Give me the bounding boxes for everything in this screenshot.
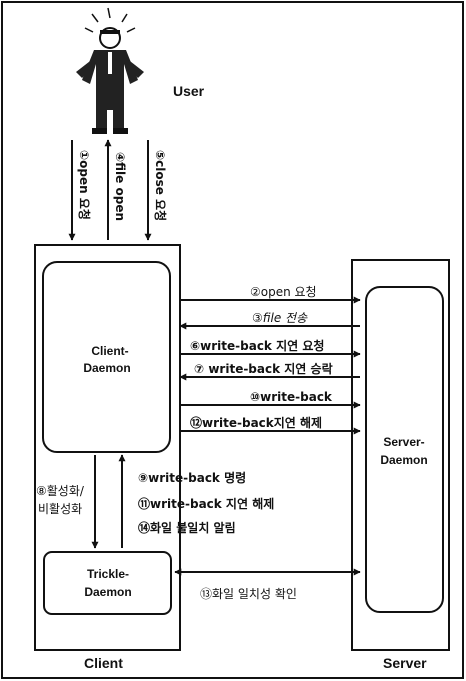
write-back-delay-request-label: ⑥write-back 지연 요청	[190, 338, 324, 353]
file-transfer-label: ③file 전송	[252, 311, 308, 325]
trickle-daemon-label-1: Trickle-	[87, 567, 129, 581]
server-daemon-label-2: Daemon	[380, 453, 427, 467]
activate-label-2: 비활성화	[38, 502, 82, 516]
client-daemon-label-1: Client-	[91, 344, 128, 358]
open-request-label: ①open 요청	[77, 150, 92, 220]
write-back-delay-release-label: ⑫write-back지연 해제	[190, 415, 322, 430]
open-request-server-label: ②open 요청	[250, 285, 317, 299]
write-back-delay-release-trickle-label: ⑪write-back 지연 해제	[138, 496, 274, 511]
write-back-command-label: ⑨write-back 명령	[138, 471, 246, 485]
server-daemon-label-1: Server-	[383, 435, 424, 449]
client-daemon-label-2: Daemon	[83, 361, 130, 375]
server-daemon-box	[366, 287, 443, 612]
file-open-label: ④file open	[113, 152, 127, 221]
client-label: Client	[84, 655, 123, 671]
user-label: User	[173, 83, 205, 99]
file-inconsistency-notice-label: ⑭화일 불일치 알림	[138, 520, 236, 535]
write-back-delay-accept-label: ⑦ write-back 지연 승락	[194, 361, 333, 376]
close-request-label: ⑤close 요청	[153, 150, 168, 221]
trickle-daemon-box	[44, 552, 171, 614]
write-back-label: ⑩write-back	[250, 390, 333, 404]
server-label: Server	[383, 655, 427, 671]
activate-label-1: ⑧활성화/	[36, 484, 85, 498]
trickle-daemon-label-2: Daemon	[84, 585, 131, 599]
file-consistency-check-label: ⑬화일 일치성 확인	[200, 587, 297, 601]
user-figure-icon	[76, 8, 144, 134]
